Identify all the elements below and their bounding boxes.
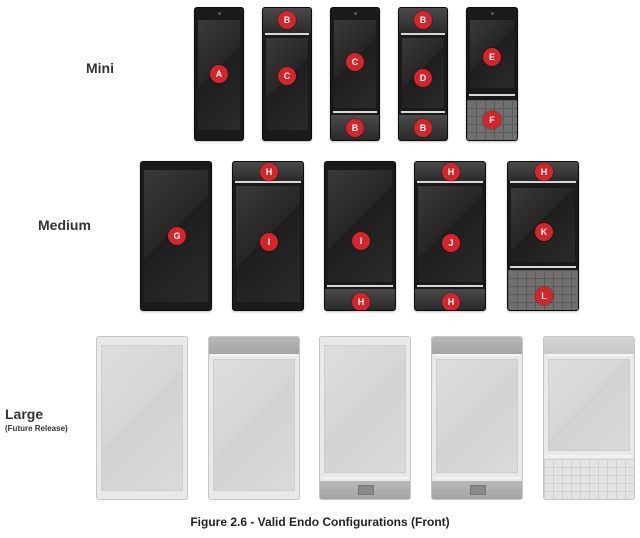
divider [546, 455, 632, 457]
divider [546, 354, 632, 356]
medium-config-3: I H [324, 161, 396, 311]
screen [328, 170, 392, 282]
divider [265, 33, 309, 35]
divider [211, 354, 297, 356]
module-label-h: H [352, 293, 370, 310]
mini-config-4: B D B [398, 7, 448, 141]
large-config-2 [208, 336, 300, 500]
large-config-1 [96, 336, 188, 500]
row-label-large: Large [5, 406, 44, 422]
module-label-c: C [278, 67, 296, 85]
screen [101, 345, 183, 491]
module-label-h: H [442, 293, 460, 310]
divider [322, 477, 408, 479]
module-top [544, 337, 634, 354]
module-label-e: E [483, 48, 501, 66]
camera-icon [218, 12, 221, 15]
divider [401, 33, 445, 35]
divider [417, 181, 483, 183]
large-config-4 [431, 336, 523, 500]
mini-config-1: A [194, 7, 244, 141]
camera-icon [491, 12, 494, 15]
mini-config-5: E F [466, 7, 518, 141]
medium-config-2: H I [232, 161, 304, 311]
module-label-h: H [442, 163, 460, 181]
module-label-i: I [260, 233, 278, 251]
divider [434, 354, 520, 356]
divider [327, 285, 393, 287]
divider [434, 477, 520, 479]
module-label-h: H [535, 163, 553, 181]
module-label-d: D [414, 69, 432, 87]
module-label-b: B [414, 119, 432, 137]
module-label-i: I [352, 232, 370, 250]
module-label-f: F [483, 111, 501, 129]
medium-config-5: H K L [507, 161, 579, 311]
divider [417, 285, 483, 287]
module-top [432, 337, 522, 354]
mini-config-2: B C [262, 7, 312, 141]
medium-config-4: H J H [414, 161, 486, 311]
mini-config-3: C B [330, 7, 380, 141]
divider [401, 111, 445, 113]
row-sublabel-large: (Future Release) [5, 424, 68, 433]
figure-caption: Figure 2.6 - Valid Endo Configurations (… [190, 515, 450, 529]
screen [213, 359, 295, 491]
row-label-mini: Mini [86, 60, 114, 76]
large-config-5 [543, 336, 635, 500]
module-label-k: K [535, 223, 553, 241]
keypad [544, 459, 634, 499]
module-label-h: H [260, 163, 278, 181]
module-top [209, 337, 299, 354]
divider [469, 94, 515, 96]
module-label-a: A [210, 65, 228, 83]
screen [436, 359, 518, 473]
medium-config-1: G [140, 161, 212, 311]
module-label-b: B [414, 11, 432, 29]
large-config-3 [319, 336, 411, 500]
module-label-g: G [168, 227, 186, 245]
divider [235, 181, 301, 183]
divider [510, 181, 576, 183]
screen [548, 359, 630, 451]
row-label-medium: Medium [38, 217, 91, 233]
module-label-b: B [278, 11, 296, 29]
module-label-l: L [535, 287, 553, 305]
module-label-c: C [346, 53, 364, 71]
camera-icon [354, 12, 357, 15]
divider [510, 266, 576, 268]
module-label-j: J [442, 234, 460, 252]
bottom-module-slot [470, 485, 486, 495]
divider [333, 111, 377, 113]
module-label-b: B [346, 119, 364, 137]
screen [324, 345, 406, 473]
bottom-module-slot [358, 485, 374, 495]
